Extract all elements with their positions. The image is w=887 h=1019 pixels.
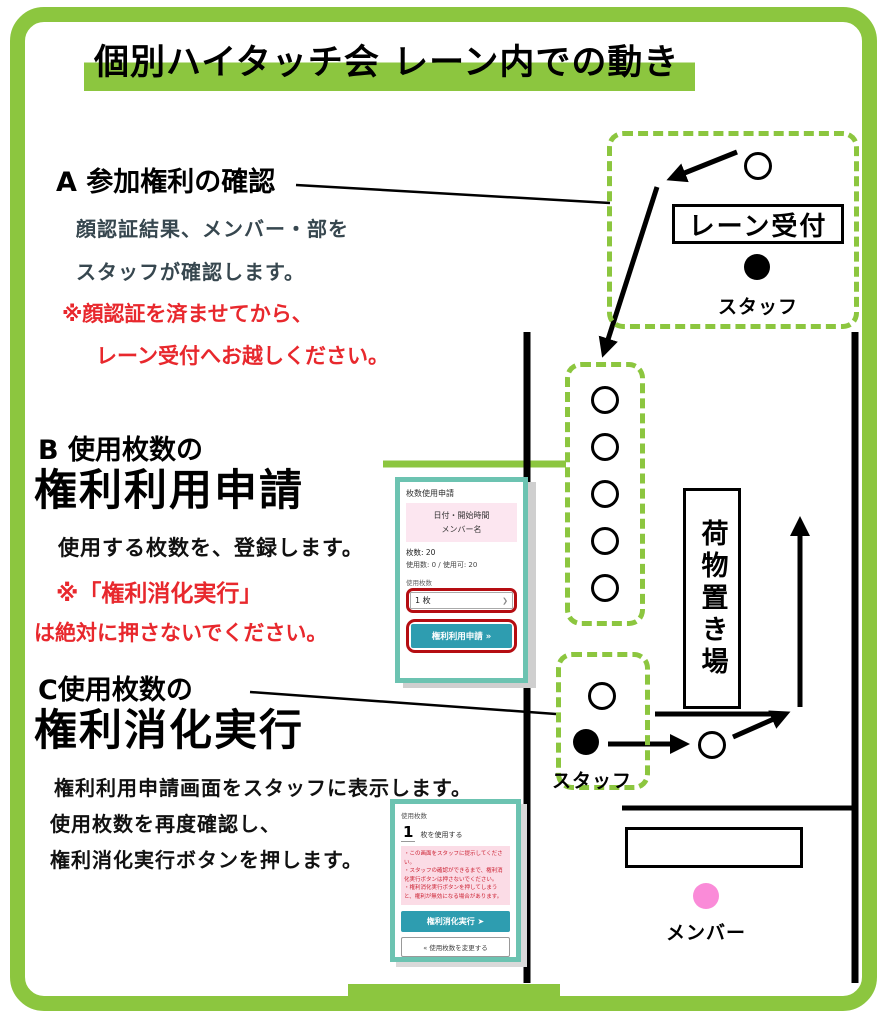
member-label: メンバー (666, 922, 747, 944)
execute-button: 権利消化実行 ➤ (401, 911, 510, 933)
staff-bottom-label: スタッフ (552, 770, 633, 792)
queue-circle-3 (591, 480, 619, 508)
app-execute-warning-panel: ・この画面をスタッフに提示してください。 ・スタッフの確認ができるまで、権利消化… (401, 846, 510, 906)
staff-dot-reception (744, 254, 770, 280)
section-a-line2: スタッフが確認します。 (76, 260, 305, 284)
count-select-value: 1 枚 (415, 596, 431, 606)
page-title: 個別ハイタッチ会 レーン内での動き (84, 32, 696, 91)
red-highlight-button: 権利利用申請 » (406, 619, 517, 654)
reception-zone-box (607, 131, 859, 329)
count-select: 1 枚 ❯ (410, 592, 513, 610)
queue-circle-2 (591, 433, 619, 461)
member-dot-exit (693, 883, 719, 909)
app-request-input-label: 使用枚数 (406, 579, 432, 588)
change-count-button: « 使用枚数を変更する (401, 937, 510, 958)
app-request-usage-line: 使用数: 0 / 使用可: 20 (406, 561, 478, 570)
staff-dot-lane (573, 729, 599, 755)
request-submit-button: 権利利用申請 » (411, 624, 512, 649)
member-circle-check (588, 682, 616, 710)
app-request-date: 日付・開始時間 (433, 511, 490, 520)
member-circle-entry (744, 152, 772, 180)
section-c-title: 権利消化実行 (34, 706, 304, 756)
reception-label-box: レーン受付 (672, 204, 844, 244)
app-execute-count: 1 (401, 823, 416, 842)
section-c-line1: 権利利用申請画面をスタッフに表示します。 (54, 776, 472, 800)
queue-circle-5 (591, 574, 619, 602)
section-b-note2: は絶対に押さないでください。 (34, 621, 328, 645)
section-c-heading: C使用枚数の (38, 675, 193, 706)
section-b-note1: ※「権利消化実行」 (56, 581, 263, 607)
bottom-accent-bar (348, 984, 560, 1002)
app-screenshot-request: 枚数使用申請 日付・開始時間 メンバー名 枚数: 20 使用数: 0 / 使用可… (395, 477, 528, 683)
green-border-frame (10, 7, 877, 1011)
dropdown-chevron-icon: ❯ (502, 596, 508, 605)
queue-circle-4 (591, 527, 619, 555)
section-c-line3: 権利消化実行ボタンを押します。 (50, 848, 363, 872)
app-execute-warn2: ・スタッフの確認ができるまで、権利消化実行ボタンは押さないでください。 (404, 868, 503, 883)
staff-top-label: スタッフ (718, 296, 799, 318)
exit-counter-rect (625, 827, 803, 868)
section-b-heading: B 使用枚数の (38, 435, 203, 466)
red-highlight-input: 1 枚 ❯ (406, 588, 517, 614)
section-a-note1: ※顔認証を済ませてから、 (62, 302, 313, 326)
app-execute-count-row: 1 枚を使用する (401, 822, 510, 842)
section-a-heading: A 参加権利の確認 (56, 167, 276, 198)
section-a-line1: 顔認証結果、メンバー・部を (76, 217, 349, 241)
app-request-member: メンバー名 (441, 524, 482, 534)
staff-zone-box (556, 652, 650, 790)
section-c-line2: 使用枚数を再度確認し、 (50, 812, 281, 836)
queue-circle-1 (591, 386, 619, 414)
app-execute-warn1: ・この画面をスタッフに提示してください。 (404, 851, 503, 866)
member-circle-hightouch (698, 731, 726, 759)
section-b-line1: 使用する枚数を、登録します。 (58, 536, 364, 560)
app-request-info-panel: 日付・開始時間 メンバー名 (406, 503, 517, 543)
app-screenshot-execute: 使用枚数 1 枚を使用する ・この画面をスタッフに提示してください。 ・スタッフ… (390, 799, 521, 962)
app-request-count-line: 枚数: 20 (406, 548, 436, 558)
app-request-header: 枚数使用申請 (406, 489, 454, 498)
luggage-area-box: 荷物置き場 (683, 488, 741, 709)
app-execute-warn3: ・権利消化実行ボタンを押してしまうと、権利が無効になる場合があります。 (404, 885, 503, 900)
section-b-title: 権利利用申請 (34, 466, 304, 516)
app-execute-label: 使用枚数 (401, 812, 427, 820)
app-execute-count-suffix: 枚を使用する (420, 831, 463, 839)
queue-zone-box (565, 362, 645, 626)
section-a-note2: レーン受付へお越しください。 (96, 344, 389, 368)
